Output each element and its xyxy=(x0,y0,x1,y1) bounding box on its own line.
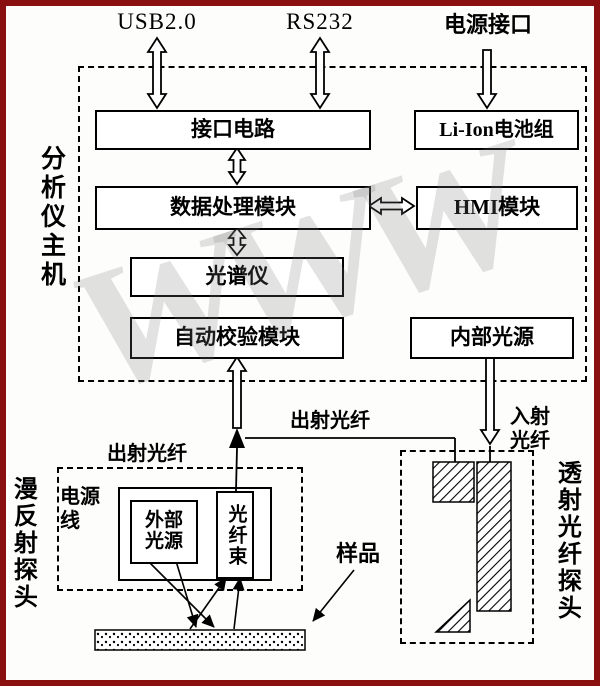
data-processing-box: 数据处理模块 xyxy=(95,186,371,230)
internal-light-source-label: 内部光源 xyxy=(450,325,534,350)
main-unit-dashed-boundary xyxy=(78,66,587,382)
fiber-bundle-box: 光纤束 xyxy=(216,491,254,579)
incident-fiber-down-arrow xyxy=(479,355,501,446)
spectrometer-box: 光谱仪 xyxy=(130,257,344,297)
sample-pointer-line xyxy=(312,569,355,622)
probe-hatched-bar-right xyxy=(476,461,512,612)
dataproc-spectrometer-double-arrow xyxy=(227,226,247,257)
usb-double-arrow xyxy=(146,36,168,110)
exit-fiber-top-label: 出射光纤 xyxy=(290,410,370,432)
main-unit-label: 分析仪主机 xyxy=(37,145,65,290)
incident-fiber-label: 入射光纤 xyxy=(510,406,550,452)
transmission-probe-dashed-boundary xyxy=(400,450,534,644)
diffuse-probe-label: 漫反射探头 xyxy=(9,476,36,611)
fiber-junction-arrowhead xyxy=(229,428,245,448)
power-line-label: 电源线 xyxy=(60,486,100,532)
hmi-module-label: HMI模块 xyxy=(453,195,541,220)
battery-pack-label: Li-Ion电池组 xyxy=(439,119,554,141)
exit-fiber-up-arrow xyxy=(226,355,248,429)
external-light-source-label: 外部光源 xyxy=(144,510,183,552)
fiber-bundle-riser-line xyxy=(235,447,238,492)
interface-circuit-label: 接口电路 xyxy=(191,117,275,142)
usb-label: USB2.0 xyxy=(117,9,197,34)
diffuse-probe-dashed-boundary xyxy=(57,467,303,591)
rs232-label: RS232 xyxy=(286,9,354,34)
fiber-bundle-label: 光纤束 xyxy=(225,503,247,567)
power-down-arrow xyxy=(476,49,498,110)
rs232-double-arrow xyxy=(309,36,331,110)
sample-bar xyxy=(94,629,306,651)
battery-pack-box: Li-Ion电池组 xyxy=(414,110,579,150)
probe-hatched-mirror-triangle xyxy=(434,598,471,633)
transmission-probe-label: 透射光纤探头 xyxy=(553,460,580,622)
interface-circuit-box: 接口电路 xyxy=(95,110,371,150)
interface-dataproc-double-arrow xyxy=(227,146,247,186)
reflection-ray-1 xyxy=(189,577,227,630)
spectrometer-label: 光谱仪 xyxy=(205,264,269,289)
sample-label: 样品 xyxy=(336,541,381,566)
hmi-module-box: HMI模块 xyxy=(416,186,578,230)
auto-calibration-label: 自动校验模块 xyxy=(174,325,300,350)
reflection-ray-2 xyxy=(232,577,245,630)
dataproc-hmi-double-arrow xyxy=(367,196,416,216)
auto-calibration-box: 自动校验模块 xyxy=(130,317,344,359)
illumination-ray-2 xyxy=(175,560,199,628)
data-processing-label: 数据处理模块 xyxy=(170,195,296,220)
internal-light-source-box: 内部光源 xyxy=(410,317,574,359)
illumination-ray-1 xyxy=(147,560,215,628)
probe-hatched-block-top xyxy=(432,461,475,503)
power-port-label: 电源接口 xyxy=(443,12,532,37)
external-light-source-box: 外部光源 xyxy=(130,500,198,564)
exit-fiber-left-label: 出射光纤 xyxy=(107,443,187,465)
